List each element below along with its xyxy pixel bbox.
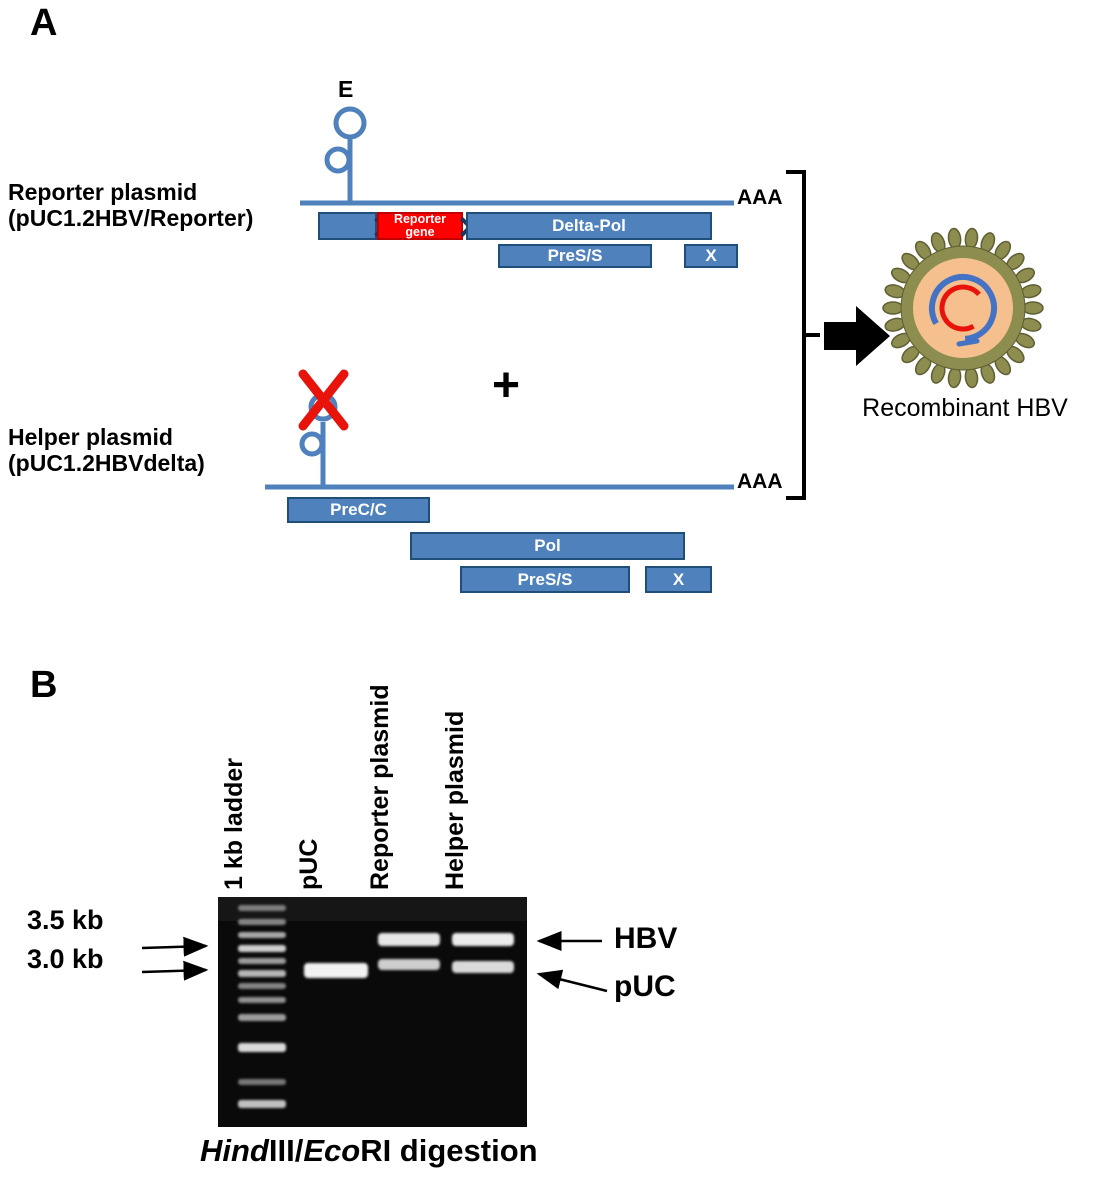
lane-label-helper-plasmid: Helper plasmid [441, 710, 469, 890]
reporter-press-box: PreS/S [498, 244, 652, 268]
size-marker-3-5kb: 3.5 kb [27, 905, 104, 935]
reporter-gene-box: Reporter gene [377, 212, 473, 240]
combination-bracket [786, 170, 820, 500]
reporter-polya-label: AAA [737, 186, 783, 209]
helper-polya-label: AAA [737, 470, 783, 493]
lane-label-reporter-plasmid: Reporter plasmid [366, 684, 394, 890]
reporter-gene-label-line2: gene [405, 225, 435, 239]
delta-pol-box: Delta-Pol [466, 212, 712, 240]
pol-box: Pol [410, 532, 685, 560]
reporter-plasmid-name-line1: Reporter plasmid [8, 179, 198, 205]
band-label-puc: pUC [614, 970, 676, 1003]
virus-particle-icon [882, 227, 1044, 389]
helper-plasmid-name-line1: Helper plasmid [8, 424, 173, 450]
gel-caption: HindIII/EcoRI digestion [200, 1133, 538, 1169]
band-label-hbv: HBV [614, 922, 678, 955]
caption-hind: Hind [200, 1133, 269, 1168]
reporter-x-box: X [684, 244, 738, 268]
size-marker-arrows [141, 936, 209, 981]
precc-box: PreC/C [287, 497, 430, 523]
caption-eco: Eco [303, 1133, 361, 1168]
reporter-plasmid-name-line2: (pUC1.2HBV/Reporter) [8, 205, 254, 231]
genome-minus-strand [929, 274, 997, 342]
helper-plasmid-name: Helper plasmid (pUC1.2HBVdelta) [8, 424, 205, 476]
panel-a-label: A [30, 2, 58, 44]
gel-bands [238, 905, 514, 1108]
helper-press-box: PreS/S [460, 566, 630, 593]
reporter-plasmid-name: Reporter plasmid (pUC1.2HBV/Reporter) [8, 179, 253, 231]
helper-plasmid-name-line2: (pUC1.2HBVdelta) [8, 450, 205, 476]
lane-label-ladder: 1 kb ladder [220, 758, 248, 890]
caption-iii: III/ [268, 1133, 304, 1168]
helper-x-box: X [645, 566, 712, 593]
gel-image [218, 897, 527, 1127]
plus-sign: + [492, 359, 521, 412]
lane-label-puc: pUC [295, 838, 323, 890]
band-annotation-arrows [536, 931, 608, 993]
panel-b-label: B [30, 664, 58, 706]
epsilon-stem-loop-icon [324, 106, 367, 203]
epsilon-label: E [338, 76, 354, 102]
reporter-gene-label-line1: Reporter [393, 212, 447, 226]
size-marker-3-0kb: 3.0 kb [27, 944, 104, 974]
recombinant-hbv-label: Recombinant HBV [862, 394, 1068, 422]
produces-arrow-icon [824, 306, 890, 366]
deletion-x-icon [298, 369, 349, 431]
caption-rest: RI digestion [360, 1133, 538, 1168]
reporter-promoter-box [318, 212, 387, 240]
